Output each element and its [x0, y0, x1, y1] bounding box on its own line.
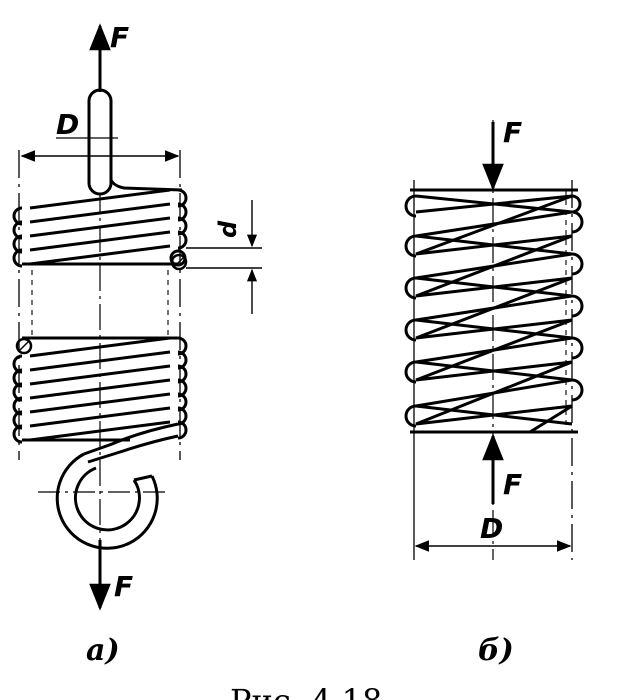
compression-coil-back: [415, 194, 573, 426]
caption-b: б): [478, 633, 514, 668]
wire-section-top: [170, 253, 188, 271]
top-hook-loop: [87, 88, 113, 196]
top-hook-bend: [109, 179, 183, 192]
force-label-compress-top: F: [503, 116, 522, 149]
force-label-top: F: [110, 21, 129, 54]
wire-dimension: [186, 200, 262, 314]
compression-coil-front: [415, 194, 573, 434]
wire-section-bottom: [15, 337, 33, 355]
figure-number: Рис. 4.18: [230, 682, 382, 700]
diameter-label-b: D: [480, 512, 503, 545]
lower-coils: [12, 336, 188, 444]
wire-diameter-label: d: [214, 220, 242, 238]
upper-coils: [12, 188, 188, 268]
caption-a: а): [86, 633, 120, 668]
force-label-bottom: F: [114, 570, 133, 603]
bottom-hook: [55, 422, 179, 550]
compression-coil-turns: [404, 194, 584, 428]
force-label-compress-bottom: F: [503, 468, 522, 501]
extension-spring: [12, 23, 262, 611]
diameter-label-a: D: [56, 108, 79, 141]
compression-spring: [404, 120, 584, 560]
